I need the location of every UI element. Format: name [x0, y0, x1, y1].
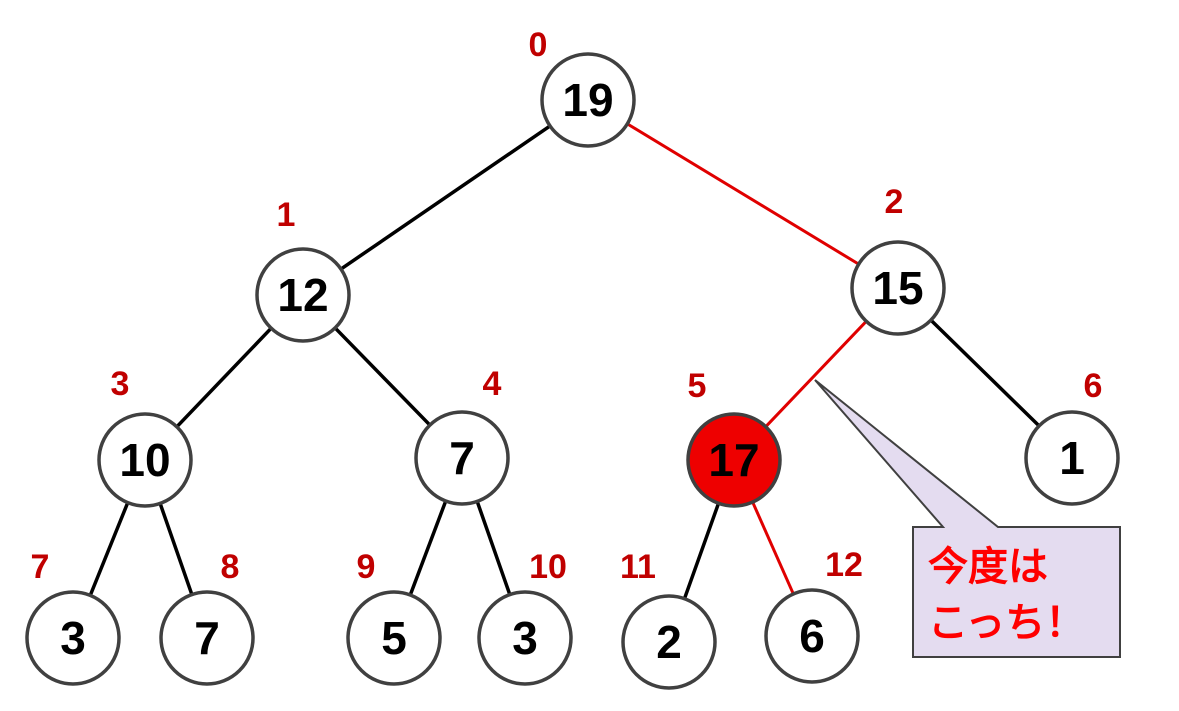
tree-node-5: 17: [686, 412, 782, 508]
node-value: 3: [60, 612, 86, 664]
node-value: 19: [562, 74, 613, 126]
tree-node-7: 3: [25, 590, 121, 686]
node-circle: [764, 588, 860, 684]
index-label-11: 11: [620, 548, 656, 586]
callout-line-1: 今度は: [928, 544, 1048, 590]
node-value: 6: [799, 610, 825, 662]
callout: 今度は こっち！: [814, 379, 1121, 658]
node-circle: [850, 240, 946, 336]
node-circle: [159, 590, 255, 686]
index-label-6: 6: [1084, 367, 1103, 405]
callout-line-2: こっち！: [928, 600, 1085, 646]
index-label-9: 9: [357, 548, 376, 586]
edge-1-4: [333, 326, 432, 427]
node-circle: [97, 412, 193, 508]
edge-3-8: [158, 502, 194, 596]
edge-3-7: [88, 501, 130, 597]
node-circle: [414, 410, 510, 506]
node-circle: [25, 590, 121, 686]
node-circle: [255, 247, 351, 343]
node-value: 15: [872, 262, 923, 314]
index-label-1: 1: [277, 196, 296, 234]
node-value: 17: [708, 434, 759, 486]
edge-0-1: [339, 124, 552, 271]
edge-2-6: [929, 318, 1041, 428]
index-label-3: 3: [111, 365, 130, 403]
index-label-5: 5: [688, 367, 707, 405]
tree-node-4: 7: [414, 410, 510, 506]
node-circle: [346, 590, 442, 686]
node-value: 12: [277, 269, 328, 321]
edge-4-9: [408, 500, 448, 596]
tree-node-2: 15: [850, 240, 946, 336]
tree-node-10: 3: [477, 590, 573, 686]
index-label-8: 8: [221, 548, 240, 586]
node-value: 2: [656, 616, 682, 668]
index-label-10: 10: [529, 548, 567, 586]
node-value: 1: [1059, 432, 1085, 484]
tree-node-6: 1: [1024, 410, 1120, 506]
tree-node-8: 7: [159, 590, 255, 686]
tree-node-11: 2: [621, 594, 717, 690]
node-value: 7: [449, 432, 475, 484]
node-circle: [686, 412, 782, 508]
node-value: 10: [119, 434, 170, 486]
tree-node-9: 5: [346, 590, 442, 686]
node-circle: [477, 590, 573, 686]
tree-node-0: 19: [540, 52, 636, 148]
index-label-7: 7: [31, 548, 50, 586]
index-label-4: 4: [483, 365, 502, 403]
node-circle: [1024, 410, 1120, 506]
node-circle: [540, 52, 636, 148]
node-value: 7: [194, 612, 220, 664]
edge-4-10: [475, 500, 512, 596]
tree-node-3: 10: [97, 412, 193, 508]
node-value: 5: [381, 612, 407, 664]
edge-2-5: [764, 320, 868, 428]
tree-node-12: 6: [764, 588, 860, 684]
callout-box: [814, 379, 1121, 658]
edge-1-3: [175, 327, 273, 428]
index-label-2: 2: [885, 183, 904, 221]
edge-5-12: [751, 501, 795, 595]
index-label-12: 12: [825, 546, 863, 584]
edge-5-11: [682, 502, 721, 600]
edge-0-2: [626, 122, 860, 266]
tree-node-1: 12: [255, 247, 351, 343]
index-label-0: 0: [529, 26, 548, 64]
edges-layer: [88, 122, 1041, 600]
node-value: 3: [512, 612, 538, 664]
node-circle: [621, 594, 717, 690]
